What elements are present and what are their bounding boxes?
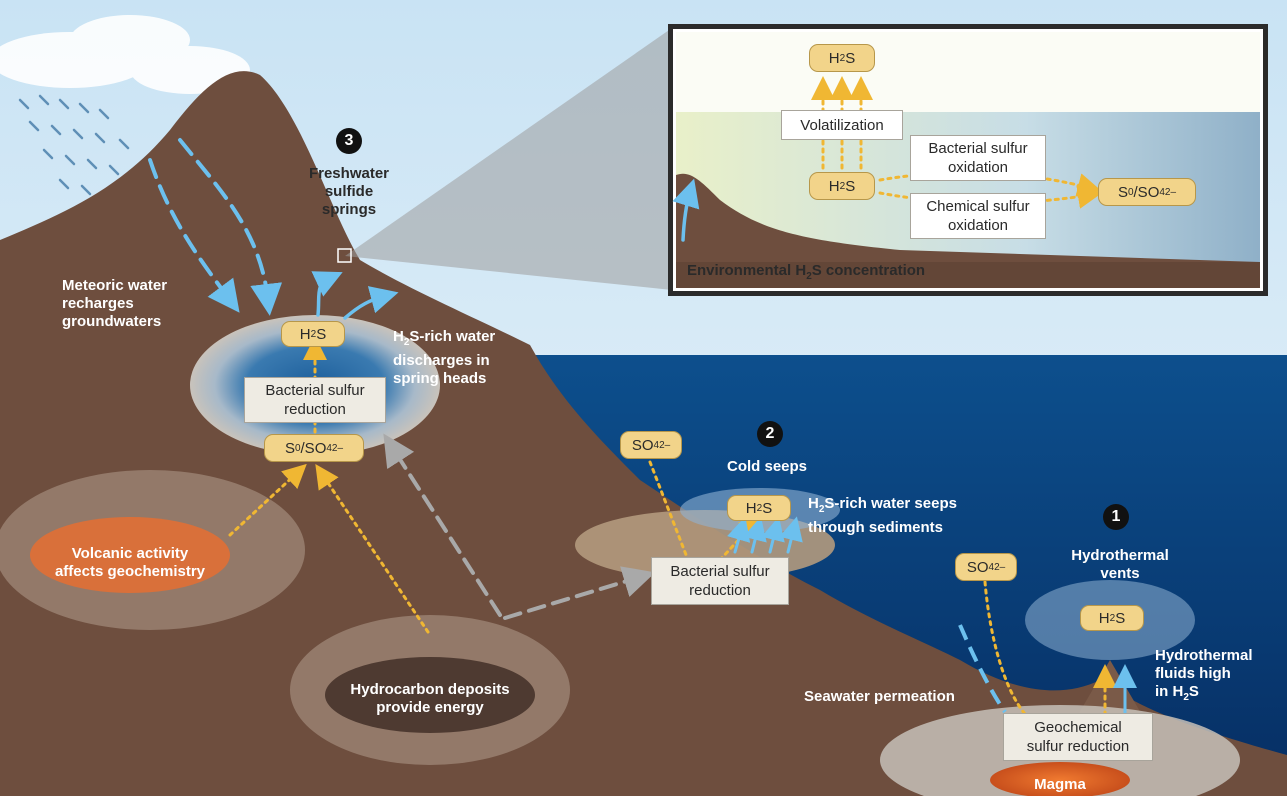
- seeps-reduction-box: Bacterial sulfur reduction: [651, 557, 789, 605]
- seeps-title: Cold seeps: [727, 458, 808, 475]
- marker-3: 3: [336, 128, 362, 154]
- volcanic-label: Volcanic activity affects geochemistry: [54, 545, 206, 580]
- arrow-hydrocarbon-to-sulfate: [315, 464, 430, 634]
- seeps-description: H2S-rich water seeps through sediments: [808, 495, 957, 536]
- marker-2: 2: [757, 421, 783, 447]
- springs-reduction-box: Bacterial sulfur reduction: [244, 377, 386, 423]
- meteoric-flow-arrow-2: [178, 138, 283, 316]
- energy-arrow-to-springs: [383, 433, 502, 617]
- springs-title: Freshwater sulfide springs: [308, 165, 390, 218]
- geochemical-reduction-box: Geochemical sulfur reduction: [1003, 713, 1153, 761]
- energy-arrow-to-seeps: [503, 566, 656, 620]
- seawater-permeation-arrow: [958, 624, 1007, 714]
- bacterial-oxidation-box: Bacterial sulfur oxidation: [910, 135, 1046, 181]
- vents-title: Hydrothermal vents: [1071, 547, 1169, 582]
- meteoric-label: Meteoric water recharges groundwaters: [62, 277, 168, 330]
- arrow-volcanic-to-sulfate: [228, 463, 307, 537]
- discharge-label: H2S-rich water discharges in spring head…: [393, 328, 496, 387]
- meteoric-flow-arrow-1: [148, 158, 240, 313]
- marker-1: 1: [1103, 504, 1129, 530]
- inset-discharge-arrow: [672, 178, 700, 242]
- inset-env-label: Environmental H2S concentration: [687, 262, 926, 282]
- landmass: [0, 71, 1287, 796]
- volatilization-box: Volatilization: [781, 110, 903, 140]
- hydrocarbon-zone: [290, 615, 570, 765]
- zoom-wedge: [345, 28, 672, 290]
- chemical-oxidation-box: Chemical sulfur oxidation: [910, 193, 1046, 239]
- spring-discharge-arrow-2: [343, 286, 399, 320]
- magma-label: Magma: [1034, 776, 1086, 793]
- vents-fluids-label: Hydrothermal fluids high in H2S: [1155, 647, 1253, 703]
- spring-discharge-arrow-1: [311, 271, 343, 317]
- hydrocarbon-label: Hydrocarbon deposits provide energy: [350, 681, 510, 716]
- vent-chimney: [1075, 660, 1145, 720]
- volcanic-zone: [0, 470, 305, 630]
- arrow-seep-sulfate-to-reduction: [648, 460, 692, 567]
- seawater-label: Seawater permeation: [804, 688, 955, 705]
- zoom-marker: [337, 248, 352, 263]
- arrow-vent-sulfate-to-geochem: [983, 580, 1027, 716]
